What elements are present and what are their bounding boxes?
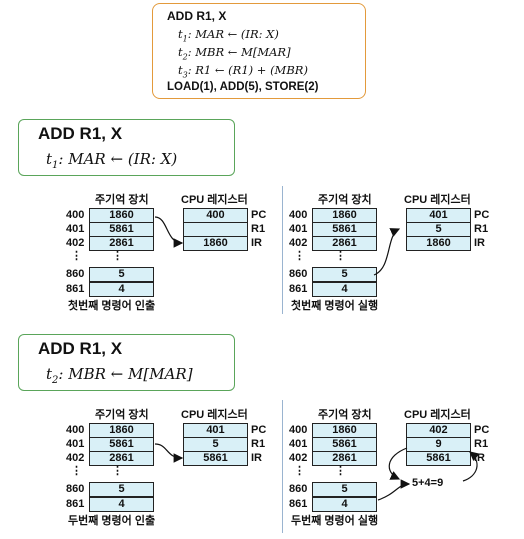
register-value: 400 bbox=[183, 208, 248, 223]
arrow-fetch-2 bbox=[154, 443, 184, 463]
memory-cell: 5 bbox=[312, 482, 377, 497]
memory-cell: 5861 bbox=[312, 437, 377, 452]
memory-address: 400 bbox=[66, 209, 85, 221]
register-name: R1 bbox=[251, 438, 266, 450]
memory-address: 401 bbox=[66, 438, 85, 450]
memory-address: 402 bbox=[66, 452, 85, 464]
memory-cell: 5 bbox=[89, 267, 154, 282]
memory-header: 주기억 장치 bbox=[318, 409, 372, 421]
memory-header: 주기억 장치 bbox=[318, 194, 372, 206]
sum-annotation: 5+4=9 bbox=[412, 477, 444, 489]
memory-header: 주기억 장치 bbox=[95, 194, 149, 206]
memory-address: 402 bbox=[289, 237, 308, 249]
memory-address: 401 bbox=[66, 223, 85, 235]
memory-address: 400 bbox=[289, 424, 308, 436]
memory-address: 860 bbox=[66, 483, 85, 495]
section-1-step: t1: MAR ← (IR: X) bbox=[46, 150, 178, 171]
panel-caption: 첫번째 명령어 인출 bbox=[68, 300, 156, 312]
memory-address: 860 bbox=[289, 268, 308, 280]
summary-box bbox=[152, 3, 366, 99]
memory-address: 400 bbox=[289, 209, 308, 221]
panel-caption: 두번째 명령어 인출 bbox=[68, 515, 156, 527]
register-value: 5 bbox=[406, 222, 471, 237]
memory-cell: 4 bbox=[89, 282, 154, 297]
register-value: 401 bbox=[406, 208, 471, 223]
memory-address: 402 bbox=[289, 452, 308, 464]
register-name: IR bbox=[474, 237, 485, 249]
register-name: R1 bbox=[251, 223, 266, 235]
memory-cell: 2861 bbox=[312, 451, 377, 466]
memory-address: 401 bbox=[289, 223, 308, 235]
cpu-header: CPU 레지스터 bbox=[404, 194, 471, 206]
register-name: PC bbox=[474, 424, 490, 436]
address-ellipsis: ⋮ bbox=[71, 250, 82, 262]
section-1-box bbox=[18, 119, 235, 176]
summary-opcodes: LOAD(1), ADD(5), STORE(2) bbox=[167, 81, 319, 93]
address-ellipsis: ⋮ bbox=[294, 250, 305, 262]
memory-cell: 4 bbox=[312, 497, 377, 512]
address-ellipsis: ⋮ bbox=[294, 465, 305, 477]
memory-cell: 1860 bbox=[89, 423, 154, 438]
panel-caption: 첫번째 명령어 실행 bbox=[291, 300, 379, 312]
summary-line-3: t3: R1 ← (R1) + (MBR) bbox=[178, 63, 308, 80]
summary-title: ADD R1, X bbox=[167, 9, 227, 23]
register-value: 5861 bbox=[406, 451, 471, 466]
summary-line-1: t1: MAR ← (IR: X) bbox=[178, 27, 279, 44]
memory-cell: 4 bbox=[312, 282, 377, 297]
panel-caption: 두번째 명령어 실행 bbox=[291, 515, 379, 527]
memory-address: 861 bbox=[289, 498, 308, 510]
cpu-header: CPU 레지스터 bbox=[181, 409, 248, 421]
memory-cell: 5 bbox=[312, 267, 377, 282]
panel-divider-1 bbox=[282, 186, 283, 314]
memory-address: 402 bbox=[66, 237, 85, 249]
register-name: R1 bbox=[474, 223, 489, 235]
memory-cell: 5 bbox=[89, 482, 154, 497]
memory-cell: 4 bbox=[89, 497, 154, 512]
register-value: 1860 bbox=[183, 236, 248, 251]
memory-address: 860 bbox=[289, 483, 308, 495]
arrow-exec-1 bbox=[373, 228, 401, 276]
register-name: PC bbox=[251, 424, 267, 436]
memory-ellipsis: ⋮ bbox=[112, 465, 123, 477]
memory-address: 400 bbox=[66, 424, 85, 436]
memory-cell: 2861 bbox=[312, 236, 377, 251]
panel-divider-2 bbox=[282, 400, 283, 533]
memory-address: 861 bbox=[289, 283, 308, 295]
arrow-exec-2b bbox=[388, 447, 408, 480]
register-name: R1 bbox=[474, 438, 489, 450]
cpu-header: CPU 레지스터 bbox=[404, 409, 471, 421]
address-ellipsis: ⋮ bbox=[71, 465, 82, 477]
memory-address: 861 bbox=[66, 283, 85, 295]
memory-ellipsis: ⋮ bbox=[335, 465, 346, 477]
memory-address: 860 bbox=[66, 268, 85, 280]
memory-ellipsis: ⋮ bbox=[335, 250, 346, 262]
memory-ellipsis: ⋮ bbox=[112, 250, 123, 262]
section-2-step: t2: MBR ← M[MAR] bbox=[46, 365, 193, 386]
arrow-fetch-1 bbox=[154, 216, 184, 248]
memory-header: 주기억 장치 bbox=[95, 409, 149, 421]
register-name: PC bbox=[251, 209, 267, 221]
section-2-title: ADD R1, X bbox=[38, 339, 123, 358]
memory-address: 401 bbox=[289, 438, 308, 450]
register-name: PC bbox=[474, 209, 490, 221]
arrow-exec-2c bbox=[462, 451, 480, 482]
section-2-box bbox=[18, 334, 235, 391]
memory-address: 861 bbox=[66, 498, 85, 510]
register-value: 5861 bbox=[183, 451, 248, 466]
summary-line-2: t2: MBR ← M[MAR] bbox=[178, 45, 291, 62]
section-1-title: ADD R1, X bbox=[38, 124, 123, 143]
memory-cell: 2861 bbox=[89, 236, 154, 251]
register-value: 1860 bbox=[406, 236, 471, 251]
register-name: IR bbox=[251, 452, 262, 464]
register-name: IR bbox=[251, 237, 262, 249]
arrow-exec-2a bbox=[377, 479, 411, 501]
memory-cell: 2861 bbox=[89, 451, 154, 466]
cpu-header: CPU 레지스터 bbox=[181, 194, 248, 206]
